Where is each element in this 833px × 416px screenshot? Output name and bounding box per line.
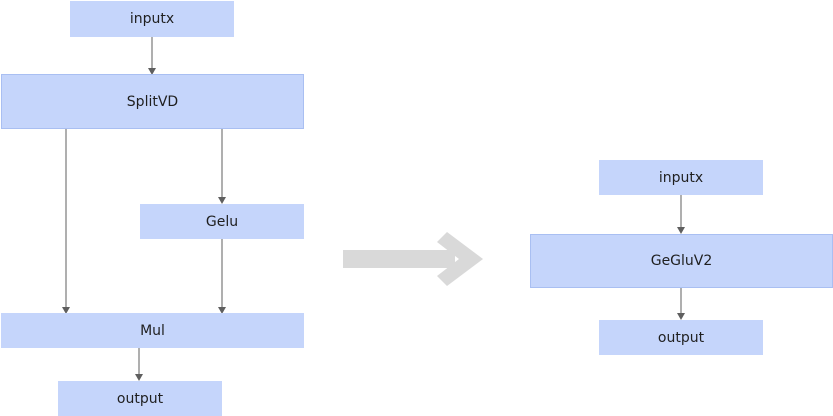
right-graph-edges bbox=[677, 195, 685, 320]
node-label: GeGluV2 bbox=[650, 253, 713, 269]
node-mul: Mul bbox=[1, 313, 304, 348]
node-label: Gelu bbox=[205, 213, 239, 230]
transform-arrow-head bbox=[437, 232, 483, 286]
arrowhead-mul-left bbox=[62, 307, 70, 314]
arrowhead-output bbox=[135, 374, 143, 381]
node-label: inputx bbox=[129, 11, 175, 27]
node-label: SplitVD bbox=[126, 93, 179, 110]
arrowhead-gelu bbox=[218, 197, 226, 204]
node-label: output bbox=[116, 390, 164, 407]
node-gegluv2: GeGluV2 bbox=[530, 234, 833, 288]
arrowhead-mul-right bbox=[218, 307, 226, 314]
arrowhead-output-right bbox=[677, 313, 685, 320]
transform-arrow-shaft bbox=[343, 250, 455, 268]
node-output-right: output bbox=[599, 320, 763, 355]
node-label: Mul bbox=[140, 322, 165, 339]
node-gelu: Gelu bbox=[140, 204, 304, 239]
arrowhead-splitvd bbox=[148, 68, 156, 75]
node-splitvd: SplitVD bbox=[1, 74, 304, 129]
transform-arrow bbox=[343, 232, 483, 286]
node-inputx-right: inputx bbox=[599, 160, 763, 195]
node-label: inputx bbox=[658, 169, 704, 186]
arrowhead-gegluv2 bbox=[677, 227, 685, 234]
node-inputx-left: inputx bbox=[70, 1, 234, 37]
node-label: output bbox=[657, 329, 705, 346]
left-graph-edges bbox=[62, 37, 226, 381]
node-output-left: output bbox=[58, 381, 222, 416]
